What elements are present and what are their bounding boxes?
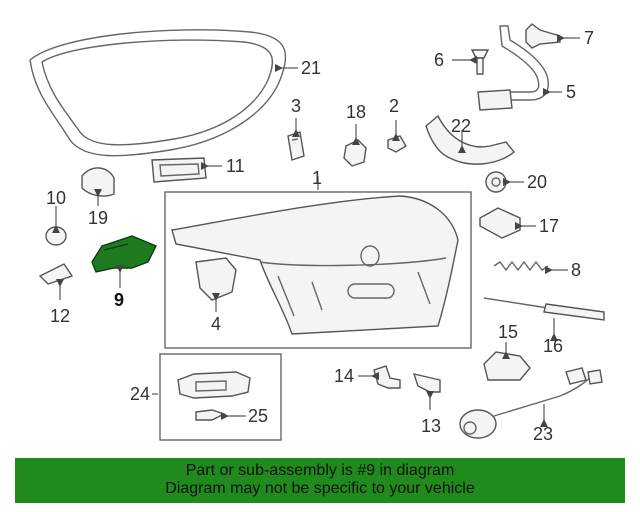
callout-10: 10 bbox=[46, 188, 66, 208]
part-16-strut[interactable] bbox=[483, 297, 605, 321]
callout-13: 13 bbox=[421, 416, 441, 436]
part-6-bolt[interactable] bbox=[470, 49, 490, 75]
callout-25: 25 bbox=[248, 406, 268, 426]
callout-2: 2 bbox=[389, 96, 399, 116]
part-24-lamp-group[interactable] bbox=[159, 353, 282, 441]
part-21-weatherstrip[interactable] bbox=[29, 29, 287, 157]
callout-19: 19 bbox=[88, 208, 108, 228]
part-5-hinge[interactable] bbox=[477, 25, 549, 111]
part-1-trunk-lid[interactable] bbox=[164, 191, 472, 349]
part-18-grommet[interactable] bbox=[343, 139, 367, 167]
callout-3: 3 bbox=[291, 96, 301, 116]
part-22-handle[interactable] bbox=[425, 114, 515, 165]
banner-line-2: Diagram may not be specific to your vehi… bbox=[165, 480, 475, 497]
callout-23: 23 bbox=[533, 424, 553, 444]
parts-diagram: 21 11 3 18 2 6 7 5 2 bbox=[29, 23, 605, 444]
part-17-block[interactable] bbox=[479, 207, 521, 239]
callout-16: 16 bbox=[543, 336, 563, 356]
callout-4: 4 bbox=[211, 314, 221, 334]
info-banner: Part or sub-assembly is #9 in diagram Di… bbox=[15, 458, 625, 503]
callout-1: 1 bbox=[312, 168, 322, 188]
callout-18: 18 bbox=[346, 102, 366, 122]
callout-12: 12 bbox=[50, 306, 70, 326]
part-11-plate[interactable] bbox=[151, 157, 207, 183]
part-23-camera[interactable] bbox=[459, 367, 603, 439]
part-7-screw[interactable] bbox=[525, 23, 561, 49]
callout-14: 14 bbox=[334, 366, 354, 386]
callout-5: 5 bbox=[566, 82, 576, 102]
part-15-bracket[interactable] bbox=[483, 351, 531, 381]
part-19-lamp[interactable] bbox=[81, 167, 115, 197]
callout-7: 7 bbox=[584, 28, 594, 48]
part-14-bolt[interactable] bbox=[373, 365, 401, 389]
part-10-grommet[interactable] bbox=[45, 226, 67, 246]
part-25-bulb[interactable] bbox=[195, 409, 226, 421]
callout-6: 6 bbox=[434, 50, 444, 70]
part-4-bracket[interactable] bbox=[195, 257, 237, 301]
callout-11: 11 bbox=[226, 156, 245, 176]
callout-8: 8 bbox=[571, 260, 581, 280]
part-13-bracket[interactable] bbox=[412, 373, 441, 393]
banner-line-1: Part or sub-assembly is #9 in diagram bbox=[185, 462, 455, 479]
part-20-bumper[interactable] bbox=[485, 171, 507, 193]
callout-17: 17 bbox=[539, 216, 559, 236]
part-3-clip[interactable] bbox=[287, 131, 305, 161]
callout-9: 9 bbox=[114, 290, 124, 310]
callout-24: 24 bbox=[130, 384, 150, 404]
part-12-clip[interactable] bbox=[38, 263, 74, 285]
callout-15: 15 bbox=[498, 322, 518, 342]
callout-21: 21 bbox=[301, 58, 321, 78]
callout-22: 22 bbox=[451, 116, 471, 136]
part-2-bumper[interactable] bbox=[387, 135, 407, 153]
part-9-highlighted[interactable] bbox=[91, 235, 157, 273]
callout-20: 20 bbox=[527, 172, 547, 192]
part-8-spring[interactable] bbox=[493, 260, 549, 272]
